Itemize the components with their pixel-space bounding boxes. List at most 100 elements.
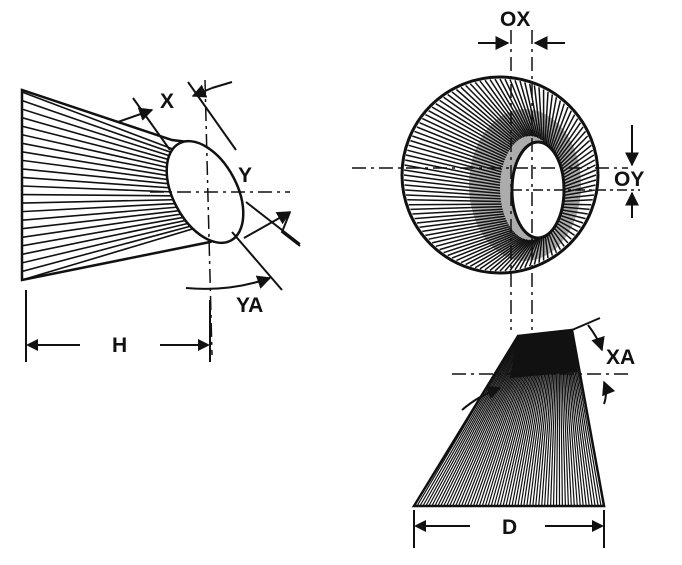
front-view: OX OY <box>352 8 644 330</box>
radial-bristle-line <box>558 144 592 173</box>
radial-bristle-line <box>545 94 554 145</box>
radial-bristle-line <box>509 79 534 137</box>
radial-bristle-line <box>504 239 533 272</box>
radial-bristle-line <box>559 169 597 186</box>
radial-bristle-line <box>489 239 528 272</box>
radial-bristle-line <box>414 210 504 220</box>
radial-bristle-line <box>556 135 589 168</box>
radial-bristle-line <box>425 113 508 156</box>
xa-label: XA <box>606 346 635 369</box>
radial-bristle-line <box>407 199 502 203</box>
radial-bristle-line <box>499 78 531 137</box>
radial-bristle-line <box>538 235 543 263</box>
radial-bristle-line <box>404 164 501 184</box>
radial-bristle-line <box>550 106 569 152</box>
radial-bristle-line <box>479 238 525 270</box>
radial-bristle-line <box>484 79 526 138</box>
radial-bristle-line <box>528 237 541 267</box>
radial-bristle-line <box>419 122 506 161</box>
radial-bristle-line <box>556 130 587 165</box>
radial-bristle-line <box>439 227 512 251</box>
radial-bristle-line <box>544 91 549 144</box>
radial-bristle-line <box>504 78 533 137</box>
radial-bristle-line <box>405 154 501 178</box>
section-bristle-line <box>440 333 527 506</box>
radial-bristle-line <box>431 224 509 244</box>
radial-bristle-line <box>460 86 519 142</box>
radial-bristle-line <box>416 126 505 163</box>
radial-bristle-line <box>538 87 543 141</box>
bristle-line <box>22 213 216 256</box>
radial-bristle-line <box>414 130 504 166</box>
radial-bristle-line <box>558 154 595 178</box>
radial-bristle-line <box>514 238 536 271</box>
h-dimension <box>25 290 211 362</box>
radial-bristle-line <box>484 238 526 271</box>
radial-bristle-line <box>558 149 594 176</box>
section-bristle-line <box>419 333 521 506</box>
radial-bristle-line <box>406 194 501 200</box>
radial-bristle-line <box>435 225 511 248</box>
radial-bristle-line <box>447 93 515 145</box>
y-label: Y <box>238 164 252 187</box>
radial-bristle-line <box>404 179 501 192</box>
radial-bristle-line <box>469 83 522 140</box>
radial-bristle-line <box>428 222 508 240</box>
h-label: H <box>112 334 127 357</box>
section-bristle-line <box>425 333 522 506</box>
radial-bristle-line <box>553 118 579 158</box>
radial-bristle-line <box>551 110 572 154</box>
radial-bristle-line <box>439 99 512 149</box>
radial-bristle-line <box>422 217 506 233</box>
x-label: X <box>160 90 174 113</box>
radial-bristle-line <box>514 79 536 137</box>
section-bristle-line <box>434 333 525 506</box>
radial-bristle-line <box>431 106 510 152</box>
ox-label: OX <box>500 8 530 31</box>
section-view: XA D <box>411 317 635 548</box>
bristle-line <box>22 216 216 264</box>
radial-bristle-line <box>559 184 596 195</box>
radial-bristle-line <box>425 219 507 237</box>
radial-bristle-line <box>519 80 537 138</box>
radial-bristle-line <box>403 174 501 189</box>
radial-bristle-line <box>419 215 505 229</box>
radial-bristle-line <box>435 103 511 151</box>
section-bristle-line <box>416 333 520 506</box>
radial-bristle-line <box>479 80 525 138</box>
section-bristle-line <box>443 333 527 506</box>
bristle-line <box>22 218 216 273</box>
radial-bristle-line <box>533 236 542 265</box>
x-dimension <box>117 81 237 151</box>
radial-bristle-line <box>405 189 501 197</box>
radial-bristle-line <box>557 140 591 170</box>
d-label: D <box>502 516 517 539</box>
bristle-line <box>22 221 216 280</box>
radial-bristle-line <box>412 135 503 168</box>
section-bristle-line <box>422 333 522 506</box>
radial-bristle-line <box>469 236 522 267</box>
radial-bristle-line <box>405 159 501 181</box>
radial-bristle-line <box>499 239 531 272</box>
radial-bristle-line <box>416 213 505 224</box>
section-bristle-line <box>437 333 526 506</box>
radial-bristle-line <box>546 97 558 147</box>
radial-bristle-line <box>474 237 523 269</box>
radial-bristle-line <box>443 96 513 147</box>
radial-bristle-line <box>465 235 520 266</box>
radial-bristle-line <box>509 239 534 271</box>
radial-bristle-line <box>451 232 516 259</box>
radial-bristle-line <box>443 229 513 254</box>
side-view: X Y YA H <box>20 79 301 362</box>
radial-bristle-line <box>549 103 565 150</box>
section-bristle-line <box>431 333 524 506</box>
oy-label: OY <box>614 168 644 191</box>
radial-bristle-line <box>410 139 503 171</box>
radial-bristle-line <box>494 78 530 137</box>
radial-bristle-line <box>455 88 517 143</box>
radial-bristle-line <box>519 238 537 270</box>
d-dimension <box>413 510 605 548</box>
radial-bristle-line <box>408 203 502 206</box>
section-bristle-line <box>428 333 523 506</box>
